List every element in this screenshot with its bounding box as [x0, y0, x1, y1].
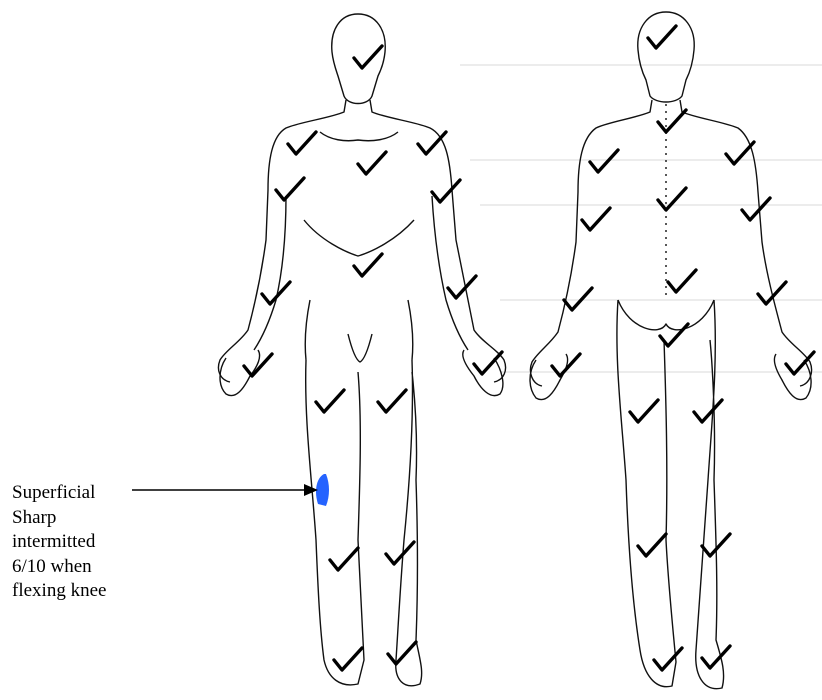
check-mark-3	[418, 132, 446, 154]
annotation-line-3: intermitted	[12, 530, 162, 555]
check-mark-19	[658, 110, 686, 132]
check-mark-16	[334, 648, 362, 670]
check-mark-24	[742, 198, 770, 220]
back-body-outline	[530, 12, 812, 689]
check-mark-15	[386, 542, 414, 564]
front-right-leg	[396, 360, 422, 686]
check-mark-5	[276, 178, 304, 200]
back-left-leg	[617, 300, 676, 687]
front-crotch	[348, 334, 372, 362]
check-mark-20	[590, 150, 618, 172]
annotation-line-2: Sharp	[12, 506, 162, 531]
check-mark-21	[726, 142, 754, 164]
front-chest-lines	[304, 132, 414, 256]
front-body-outline	[218, 14, 505, 686]
check-mark-2	[288, 132, 316, 154]
annotation-line-4: 6/10 when	[12, 555, 162, 580]
front-left-arm-inner	[254, 196, 286, 350]
check-mark-7	[354, 254, 382, 276]
front-left-leg	[306, 360, 364, 685]
check-mark-31	[630, 400, 658, 422]
back-head	[638, 12, 694, 102]
front-hips	[305, 300, 413, 360]
check-mark-29	[552, 354, 580, 376]
back-right-leg	[696, 300, 724, 689]
check-mark-14	[330, 548, 358, 570]
checkmark-group	[244, 26, 814, 670]
front-head	[332, 14, 385, 104]
check-mark-13	[378, 390, 406, 412]
check-mark-36	[702, 646, 730, 668]
check-mark-23	[582, 208, 610, 230]
check-mark-12	[316, 390, 344, 412]
check-mark-22	[658, 188, 686, 210]
back-torso-left	[530, 100, 652, 386]
pain-annotation: Superficial Sharp intermitted 6/10 when …	[12, 481, 162, 604]
check-mark-6	[432, 180, 460, 202]
check-mark-1	[354, 46, 382, 68]
annotation-line-5: flexing knee	[12, 579, 162, 604]
check-mark-4	[358, 152, 386, 174]
check-mark-35	[654, 648, 682, 670]
check-mark-17	[388, 642, 416, 664]
check-mark-33	[638, 534, 666, 556]
check-mark-25	[668, 270, 696, 292]
check-mark-18	[648, 26, 676, 48]
check-mark-32	[694, 400, 722, 422]
annotation-line-1: Superficial	[12, 481, 162, 506]
back-torso-right	[680, 100, 812, 386]
check-mark-9	[448, 276, 476, 298]
back-buttocks	[618, 300, 714, 330]
back-left-hand	[530, 354, 568, 400]
